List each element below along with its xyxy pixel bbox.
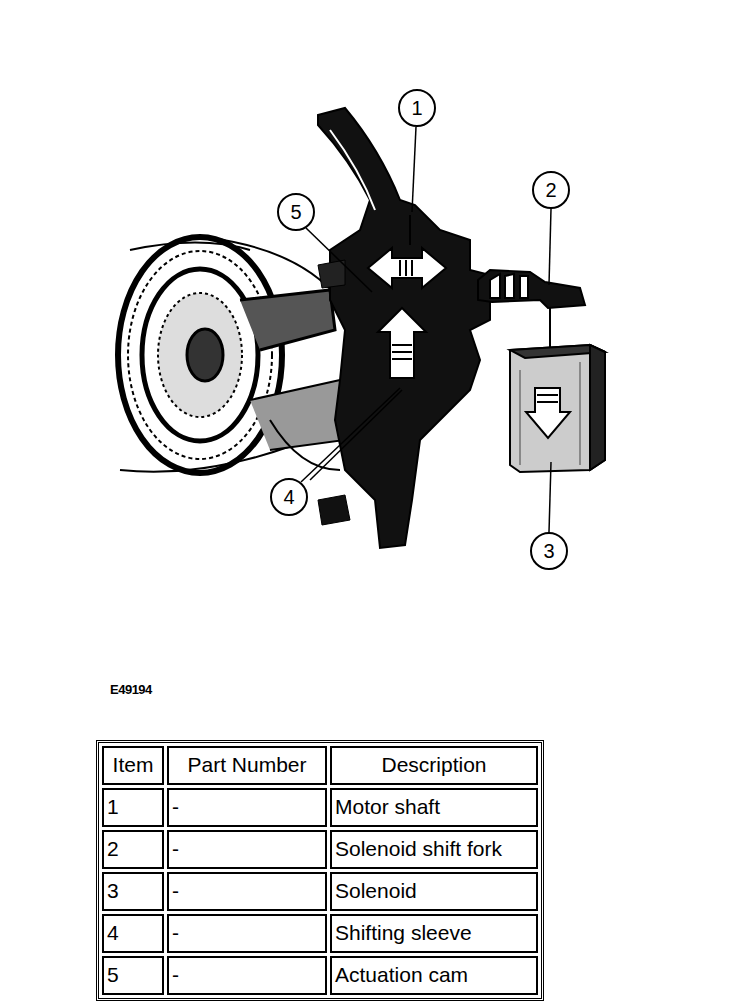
callout-number: 3	[543, 541, 554, 561]
solenoid	[510, 345, 605, 472]
figure-code: E49194	[110, 682, 152, 697]
table-cell: Actuation cam	[330, 956, 538, 995]
table-cell: 3	[102, 872, 164, 911]
leader-line	[301, 127, 551, 532]
table-cell: Solenoid	[330, 872, 538, 911]
table-cell: 4	[102, 914, 164, 953]
table-cell: -	[167, 956, 327, 995]
callout-number: 1	[411, 98, 422, 118]
table-cell: -	[167, 914, 327, 953]
steering-knuckle	[318, 108, 490, 548]
table-cell: -	[167, 872, 327, 911]
table-cell: Solenoid shift fork	[330, 830, 538, 869]
callout-circle: 4	[270, 478, 308, 516]
table-cell: -	[167, 830, 327, 869]
callout-number: 4	[283, 487, 294, 507]
table-cell: Shifting sleeve	[330, 914, 538, 953]
callout-circle: 3	[530, 532, 568, 570]
table-header: Item	[102, 746, 164, 785]
table-header: Part Number	[167, 746, 327, 785]
callout-circle: 2	[532, 171, 570, 209]
table-cell: -	[167, 788, 327, 827]
callout-circle: 1	[398, 89, 436, 127]
wheel-hub	[118, 237, 345, 473]
callout-circle: 5	[277, 193, 315, 231]
shift-fork	[478, 270, 585, 348]
callout-number: 5	[290, 202, 301, 222]
parts-table: ItemPart NumberDescription1-Motor shaft2…	[96, 740, 544, 1001]
table-cell: 2	[102, 830, 164, 869]
table-cell: Motor shaft	[330, 788, 538, 827]
callout-number: 2	[545, 180, 556, 200]
table-cell: 1	[102, 788, 164, 827]
motion-arrow	[368, 215, 446, 288]
table-cell: 5	[102, 956, 164, 995]
motion-arrow	[378, 308, 426, 378]
table-header: Description	[330, 746, 538, 785]
